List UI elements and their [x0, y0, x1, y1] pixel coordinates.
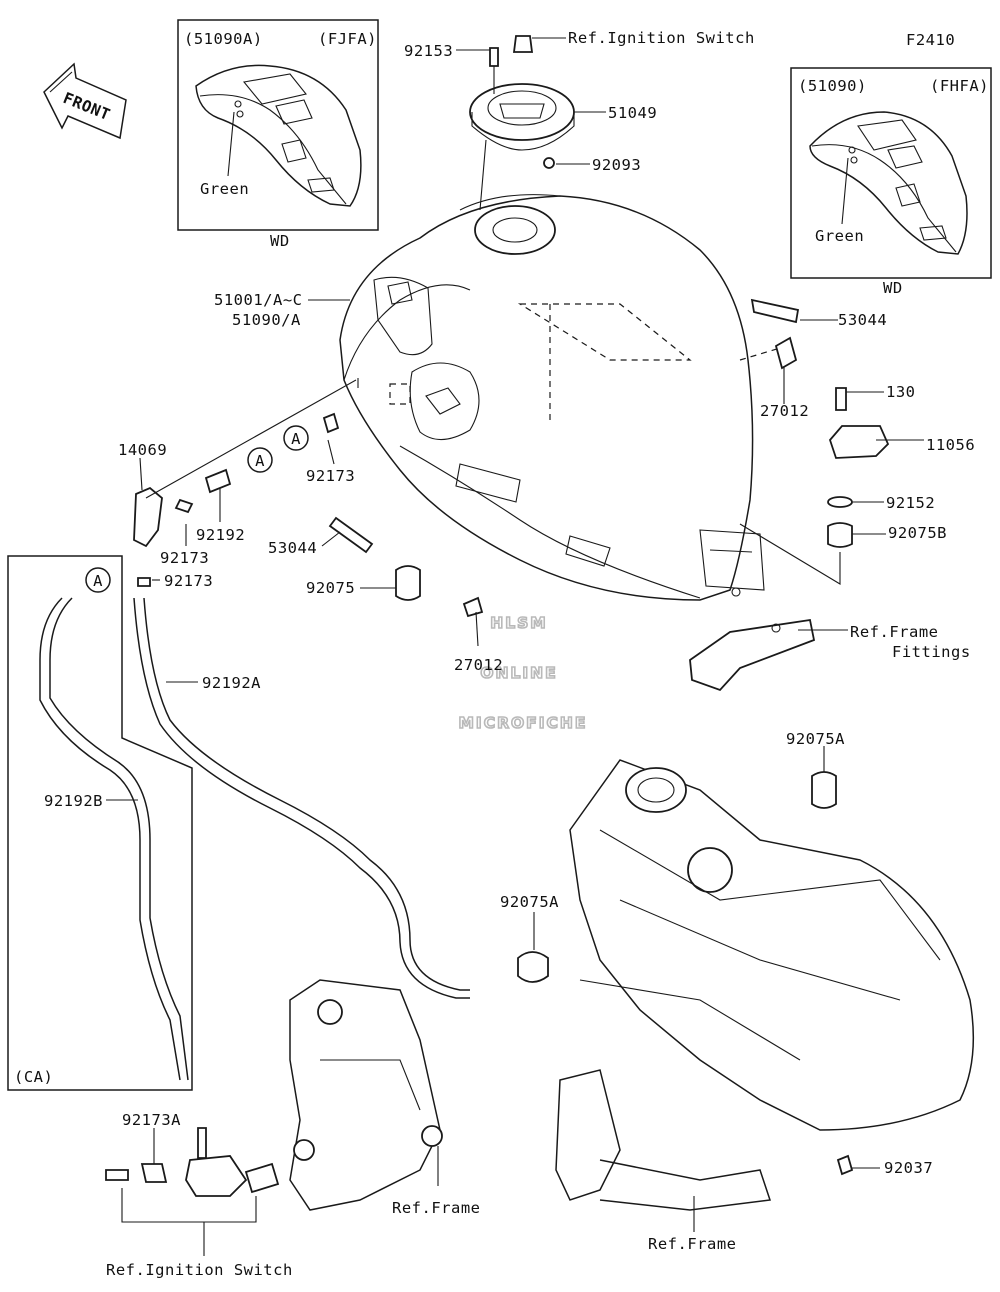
- inset-left-tank-drawing: [195, 64, 362, 207]
- fuel-cap-assembly: [469, 35, 575, 211]
- inset-right-color-label: Green: [815, 227, 864, 245]
- label-92173-mid: 92173: [306, 467, 355, 485]
- label-130: 130: [886, 383, 916, 401]
- inset-left-color-label: Green: [200, 180, 249, 198]
- label-53044-left: 53044: [268, 539, 317, 557]
- ca-box-label: (CA): [14, 1068, 53, 1086]
- inset-left-footer: WD: [270, 232, 290, 250]
- fuel-tap-assembly: [105, 1127, 280, 1256]
- washer-92152: [827, 496, 853, 508]
- label-ref-ignition-switch-bottom: Ref.Ignition Switch: [106, 1261, 293, 1279]
- ca-box: (CA): [7, 555, 193, 1091]
- damper-92075: [395, 565, 421, 601]
- label-14069: 14069: [118, 441, 167, 459]
- watermark-line-1: HLSM: [490, 614, 547, 632]
- label-92075: 92075: [306, 579, 355, 597]
- washer-92093: [543, 157, 555, 169]
- damper-92075b: [827, 522, 853, 548]
- clip-92173-upper: [322, 412, 340, 434]
- strip-53044-left: [328, 516, 374, 554]
- part-labels: 92153 Ref.Ignition Switch 51049 92093 51…: [44, 29, 975, 1279]
- label-92173-b: 92173: [164, 572, 213, 590]
- label-92075b: 92075B: [888, 524, 947, 542]
- label-92173a: 92173A: [122, 1111, 181, 1129]
- label-92152: 92152: [886, 494, 935, 512]
- frame-assembly: [517, 759, 975, 1211]
- clip-92173-mid: [174, 498, 194, 514]
- label-ref-frame-bottom: Ref.Frame: [648, 1235, 737, 1253]
- inset-left-code: (51090A): [184, 30, 263, 48]
- label-ref-ignition-switch-top: Ref.Ignition Switch: [568, 29, 755, 47]
- label-ref-frame-center: Ref.Frame: [392, 1199, 481, 1217]
- label-ref-frame-fittings-2: Fittings: [892, 643, 971, 661]
- strip-53044-right: [750, 298, 800, 324]
- clip-92037: [836, 1154, 854, 1176]
- filler-cap-51049: [469, 83, 575, 141]
- lower-bracket: [289, 979, 443, 1211]
- inset-right-code: (51090): [798, 77, 867, 95]
- inset-right-variant: (FHFA): [930, 77, 989, 95]
- label-51001: 51001/A~C: [214, 291, 303, 309]
- hose-92192: [204, 468, 232, 494]
- callout-marker-a-3: A: [93, 572, 103, 590]
- fuel-tank: [339, 194, 765, 601]
- left-hose-parts: [39, 378, 484, 1081]
- label-51049: 51049: [608, 104, 657, 122]
- inset-left-frame: [177, 19, 379, 231]
- label-ref-frame-fittings-1: Ref.Frame: [850, 623, 939, 641]
- leader-lines: [106, 37, 924, 1232]
- label-92173-a: 92173: [160, 549, 209, 567]
- label-92192a: 92192A: [202, 674, 261, 692]
- label-92192b: 92192B: [44, 792, 103, 810]
- damper-92075a-top: [811, 771, 837, 809]
- clip-92173-lower: [137, 577, 151, 587]
- label-92192: 92192: [196, 526, 245, 544]
- front-label: FRONT: [61, 89, 113, 124]
- watermark-line-2: ONLINE: [480, 664, 557, 682]
- callout-marker-a-2: A: [291, 430, 301, 448]
- bolt-fuel-tap: [105, 1169, 129, 1181]
- callout-marker-a-1: A: [255, 452, 265, 470]
- label-92037: 92037: [884, 1159, 933, 1177]
- label-92153: 92153: [404, 42, 453, 60]
- inset-right-footer: WD: [883, 279, 903, 297]
- cap-ignition-ref: [512, 35, 534, 53]
- inset-right: (51090) (FHFA) Green WD: [790, 67, 992, 297]
- label-92075a-mid: 92075A: [500, 893, 559, 911]
- bracket-11056: [828, 425, 890, 459]
- inset-right-tank-drawing: [809, 111, 968, 255]
- front-arrow-icon: FRONT: [43, 62, 127, 140]
- label-11056: 11056: [926, 436, 975, 454]
- frame-fitting-bracket: [689, 618, 816, 692]
- label-92075a-top: 92075A: [786, 730, 845, 748]
- watermark: HLSM ONLINE MICROFICHE: [458, 613, 588, 733]
- inset-right-frame: [790, 67, 992, 279]
- label-51090a: 51090/A: [232, 311, 301, 329]
- label-92093: 92093: [592, 156, 641, 174]
- damper-92075a-mid: [517, 951, 549, 983]
- bolt-92153: [489, 47, 499, 67]
- label-27012-center: 27012: [454, 656, 503, 674]
- callout-markers: A A A: [85, 425, 309, 593]
- pad-27012-right: [774, 336, 798, 370]
- part-92173a: [140, 1163, 168, 1183]
- fuel-tap-body: [185, 1155, 248, 1197]
- inset-left: (51090A) (FJFA) Green WD: [177, 19, 379, 250]
- bolt-130: [835, 387, 847, 411]
- watermark-line-3: MICROFICHE: [459, 714, 588, 732]
- label-53044-right: 53044: [838, 311, 887, 329]
- right-side-parts: [689, 298, 890, 692]
- inset-left-variant: (FJFA): [318, 30, 377, 48]
- label-27012-right: 27012: [760, 402, 809, 420]
- pad-27012-center: [462, 596, 484, 618]
- diagram-code: F2410: [906, 31, 955, 49]
- fitting-14069: [133, 486, 163, 548]
